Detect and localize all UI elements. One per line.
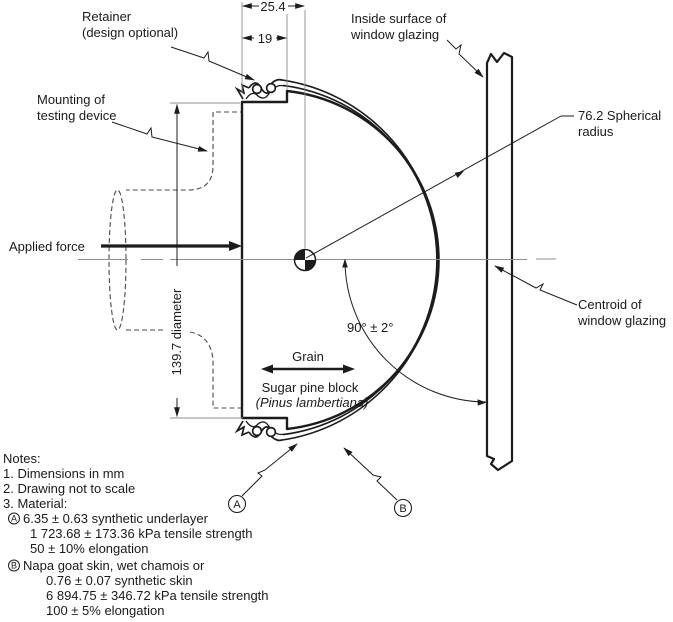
- applied-force-label: Applied force: [9, 239, 85, 254]
- grain-label: Grain: [292, 349, 324, 364]
- dim-diameter-text: 139.7 diameter: [169, 288, 184, 375]
- dimension-texts: 25.4 19 139.7 diameter 90° ± 2°: [169, 0, 393, 375]
- mounting-label-2: testing device: [37, 108, 117, 123]
- retainer-bead: [265, 82, 277, 94]
- mounting-label: Mounting of: [37, 92, 105, 107]
- construction-lines: [78, 2, 556, 419]
- leader-lines: [111, 39, 578, 501]
- window-glazing-panel: [485, 51, 514, 472]
- note-badge-b-letter: B: [11, 561, 17, 571]
- spherical-radius-label-2: radius: [578, 124, 614, 139]
- dim-angle-text: 90° ± 2°: [347, 320, 393, 335]
- retainer-label-2: (design optional): [82, 25, 178, 40]
- radius-dimension: [305, 115, 574, 259]
- note-line: 6.35 ± 0.63 synthetic underlayer: [23, 511, 209, 526]
- note-line: 3. Material:: [3, 496, 67, 511]
- inside-surface-label-2: window glazing: [350, 27, 439, 42]
- horizontal-centerline: [78, 258, 556, 260]
- centroid-label: Centroid of: [578, 297, 642, 312]
- note-line: Napa goat skin, wet chamois or: [23, 558, 205, 573]
- applied-force-arrow: [101, 241, 242, 251]
- leader-material-b: [343, 447, 398, 501]
- note-line: 1. Dimensions in mm: [3, 466, 124, 481]
- skin-layers: [279, 78, 438, 442]
- centroid-symbol: [293, 248, 317, 272]
- leader-centroid: [494, 265, 578, 306]
- inside-surface-label: Inside surface of: [351, 11, 447, 26]
- callout-texts: Retainer (design optional) Mounting of t…: [9, 9, 666, 410]
- outer-skin-arc: [279, 78, 438, 442]
- note-line: 100 ± 5% elongation: [46, 603, 164, 618]
- note-badge-a-letter: A: [11, 514, 17, 524]
- retainer-bead: [265, 426, 277, 438]
- note-line: 50 ± 10% elongation: [30, 541, 148, 556]
- note-badge-a: [8, 512, 20, 525]
- notes-title: Notes:: [3, 451, 41, 466]
- svg-text:A: A: [233, 499, 241, 511]
- retainer-bead: [251, 83, 263, 95]
- note-badge-b: [8, 559, 20, 572]
- material-marker-b: B: [393, 498, 413, 518]
- notes-block: Notes: 1. Dimensions in mm 2. Drawing no…: [3, 451, 269, 618]
- impact-angle-arc: [342, 258, 487, 406]
- note-line: 1 723.68 ± 173.36 kPa tensile strength: [30, 526, 253, 541]
- spherical-radius-label: 76.2 Spherical: [578, 108, 661, 123]
- note-line: 2. Drawing not to scale: [3, 481, 135, 496]
- retainer-label: Retainer: [82, 9, 132, 24]
- note-line: 6 894.75 ± 346.72 kPa tensile strength: [46, 588, 269, 603]
- dim-25-4-text: 25.4: [260, 0, 285, 14]
- material-marker-a: A: [227, 494, 247, 514]
- leader-material-a: [241, 443, 298, 497]
- pine-block-outline: [240, 89, 440, 431]
- leader-mounting: [111, 121, 208, 152]
- mounting-device-outline: [108, 111, 242, 409]
- retainer-top: [234, 78, 285, 100]
- svg-text:B: B: [399, 503, 406, 515]
- leader-retainer: [170, 46, 255, 81]
- retainer-bead: [251, 425, 263, 437]
- retainer-bottom: [234, 420, 285, 442]
- leader-inside-surface: [446, 39, 484, 78]
- note-line: 0.76 ± 0.07 synthetic skin: [46, 573, 193, 588]
- centroid-label-2: window glazing: [577, 313, 666, 328]
- block-label: Sugar pine block: [262, 380, 359, 395]
- dim-19-text: 19: [258, 31, 272, 46]
- grain-arrow: [261, 364, 355, 374]
- block-species-label: (Pinus lambertiana): [256, 395, 369, 410]
